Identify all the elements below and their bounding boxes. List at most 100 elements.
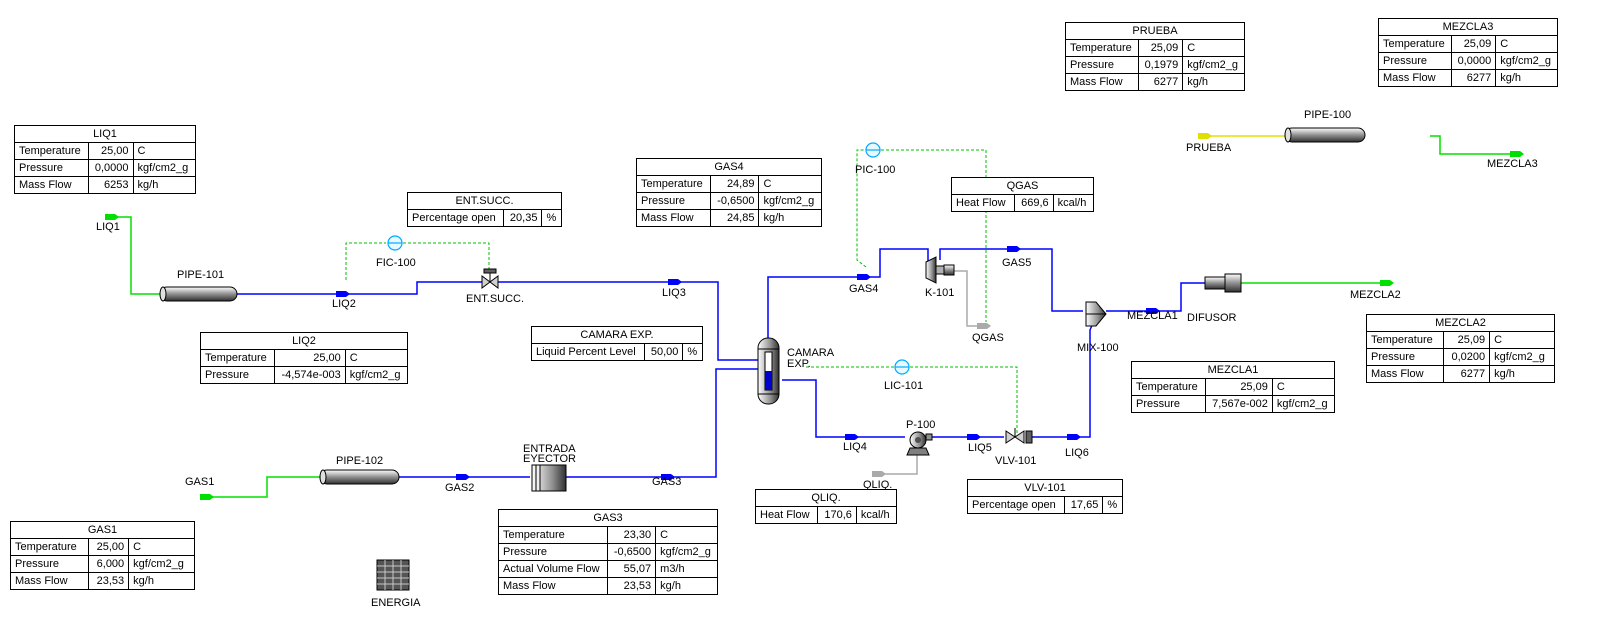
spreadsheet-icon[interactable] bbox=[376, 559, 410, 591]
property-unit: kg/h bbox=[1489, 365, 1555, 383]
property-name: Mass Flow bbox=[1064, 73, 1140, 91]
property-unit: % bbox=[1102, 496, 1123, 514]
liq2-arrow-icon bbox=[336, 291, 350, 297]
pipe-101-label: PIPE-101 bbox=[177, 269, 225, 281]
property-name: Pressure bbox=[1377, 52, 1453, 70]
fic-100-label: FIC-100 bbox=[376, 257, 416, 269]
mezcla3-label: MEZCLA3 bbox=[1487, 158, 1538, 170]
compressor-icon[interactable] bbox=[925, 256, 955, 284]
pipe-101-icon[interactable] bbox=[159, 286, 238, 302]
property-value: 0,0000 bbox=[87, 159, 134, 177]
property-name: Pressure bbox=[1064, 56, 1140, 74]
property-value: 170,6 bbox=[817, 506, 857, 524]
property-unit: m3/h bbox=[655, 560, 718, 578]
liq4-label: LIQ4 bbox=[843, 441, 867, 453]
property-name: Pressure bbox=[14, 159, 89, 177]
prueba-arrow-icon bbox=[1198, 133, 1212, 139]
property-unit: C bbox=[1495, 35, 1558, 53]
property-name: Mass Flow bbox=[10, 572, 89, 590]
property-unit: kgf/cm2_g bbox=[1495, 52, 1558, 70]
property-unit: kg/h bbox=[132, 176, 197, 194]
property-value: 0,0000 bbox=[1451, 52, 1497, 70]
liq3-label: LIQ3 bbox=[662, 287, 686, 299]
property-unit: kg/h bbox=[1495, 69, 1558, 87]
property-name: Liquid Percent Level bbox=[530, 343, 646, 361]
vlv-101-label: VLV-101 bbox=[995, 455, 1037, 467]
property-name: Pressure bbox=[1131, 395, 1206, 413]
property-value: 55,07 bbox=[607, 560, 657, 578]
table-title: PRUEBA bbox=[1065, 22, 1245, 40]
property-unit: kgf/cm2_g bbox=[344, 366, 409, 384]
property-name: Pressure bbox=[497, 543, 609, 561]
mix-100-label: MIX-100 bbox=[1077, 342, 1119, 354]
diffuser-icon[interactable] bbox=[1204, 273, 1242, 293]
property-value: 23,53 bbox=[87, 572, 130, 590]
energy-streams bbox=[873, 270, 986, 475]
pipe-102-icon[interactable] bbox=[319, 469, 400, 485]
property-value: 6277 bbox=[1442, 365, 1491, 383]
property-unit: kgf/cm2_g bbox=[1271, 395, 1336, 413]
property-value: 25,09 bbox=[1138, 39, 1184, 57]
property-unit: kgf/cm2_g bbox=[1182, 56, 1245, 74]
qgas-arrow-icon bbox=[977, 323, 991, 329]
lic-101-controller-icon[interactable] bbox=[894, 359, 910, 375]
property-name: Heat Flow bbox=[951, 194, 1015, 212]
property-value: -4,574e-003 bbox=[273, 366, 346, 384]
property-unit: kg/h bbox=[655, 577, 718, 595]
property-value: 20,35 bbox=[503, 209, 543, 227]
separator-vessel-icon[interactable] bbox=[757, 337, 780, 405]
pipe-102-label: PIPE-102 bbox=[336, 455, 384, 467]
mixer-icon[interactable] bbox=[1085, 301, 1107, 327]
fic-100-controller-icon[interactable] bbox=[387, 235, 403, 251]
mezcla1-label: MEZCLA1 bbox=[1127, 310, 1178, 322]
property-unit: C bbox=[1182, 39, 1245, 57]
material-streams bbox=[237, 248, 1205, 478]
table-title: ENT.SUCC. bbox=[407, 192, 562, 210]
property-unit: C bbox=[655, 526, 718, 544]
property-name: Temperature bbox=[1366, 331, 1444, 349]
pipe-100-label: PIPE-100 bbox=[1304, 109, 1352, 121]
pipe-100-icon[interactable] bbox=[1284, 127, 1366, 143]
property-name: Mass Flow bbox=[1366, 365, 1444, 383]
liq5-arrow-icon bbox=[967, 434, 981, 440]
qliq-label: QLIQ. bbox=[863, 479, 893, 491]
pump-icon[interactable] bbox=[906, 431, 933, 456]
property-value: 0,0200 bbox=[1442, 348, 1491, 366]
lic-101-label: LIC-101 bbox=[884, 380, 924, 392]
gas1-label: GAS1 bbox=[185, 476, 215, 488]
gas5-label: GAS5 bbox=[1002, 257, 1032, 269]
ent-succ-valve-icon[interactable] bbox=[481, 268, 499, 289]
property-unit: kg/h bbox=[1182, 73, 1245, 91]
qliq-arrow-icon bbox=[872, 471, 886, 477]
property-value: 6,000 bbox=[87, 555, 130, 573]
mezcla2-label: MEZCLA2 bbox=[1350, 289, 1401, 301]
liq1-label: LIQ1 bbox=[96, 221, 120, 233]
entrada-eyector-icon[interactable] bbox=[531, 464, 567, 492]
mezcla2-arrow-icon bbox=[1380, 280, 1394, 286]
property-unit: C bbox=[128, 538, 195, 556]
property-value: 25,00 bbox=[273, 349, 346, 367]
pic-100-controller-icon[interactable] bbox=[865, 142, 881, 158]
liq6-label: LIQ6 bbox=[1065, 447, 1089, 459]
property-value: 7,567e-002 bbox=[1204, 395, 1273, 413]
property-unit: % bbox=[541, 209, 562, 227]
table-title: VLV-101 bbox=[967, 479, 1123, 497]
property-unit: C bbox=[344, 349, 409, 367]
vlv-101-valve-icon[interactable] bbox=[1005, 428, 1033, 444]
property-name: Heat Flow bbox=[754, 506, 819, 524]
